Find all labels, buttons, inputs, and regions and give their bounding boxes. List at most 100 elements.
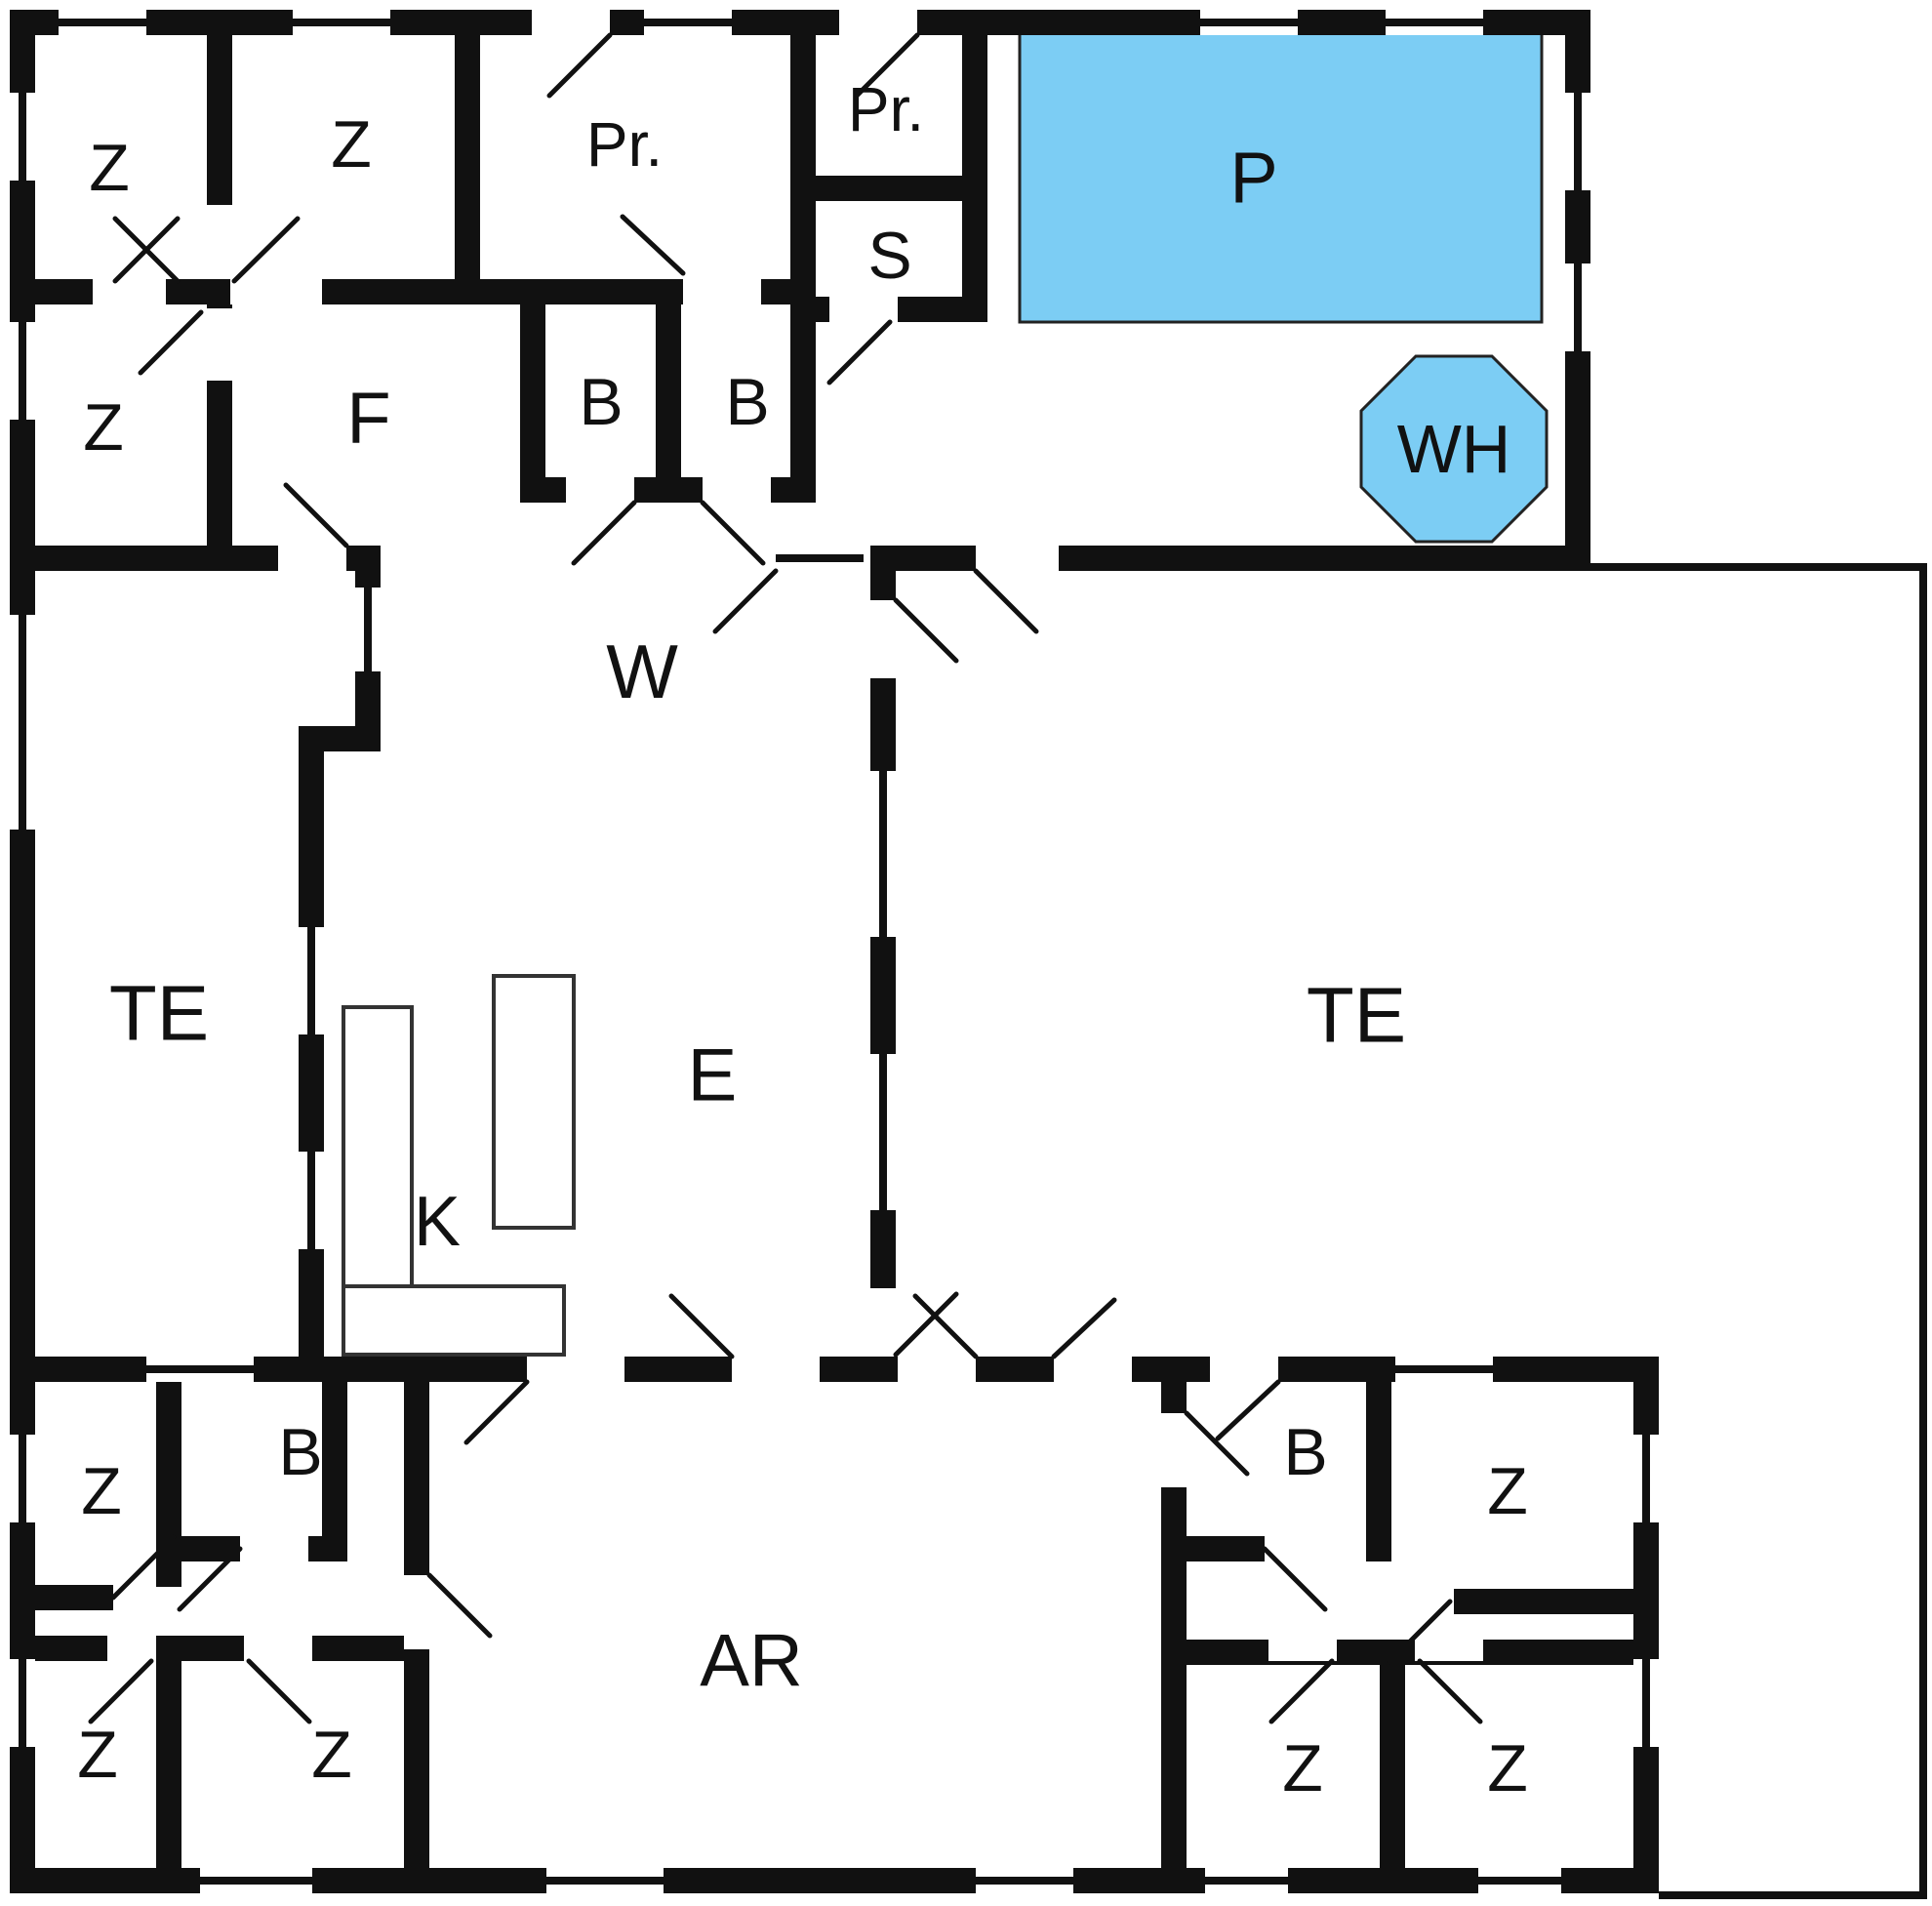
terrace-boundary (1590, 563, 1927, 1899)
room-label-z-br-2: Z (1282, 1731, 1323, 1805)
room-label-e: E (688, 1034, 738, 1117)
door-opening (976, 546, 1059, 571)
wall-segment (962, 10, 987, 322)
room-label-z-top-2: Z (331, 107, 372, 182)
door-swing (854, 32, 920, 99)
wall-segment (322, 1382, 347, 1561)
door-swing (712, 568, 779, 634)
door-openings (93, 10, 1483, 1661)
room-label-f: F (346, 378, 390, 459)
door-opening (244, 1636, 312, 1661)
window (644, 19, 732, 26)
window (1642, 1435, 1650, 1522)
kitchen-island (492, 974, 576, 1230)
window (1386, 19, 1483, 26)
door-swing (463, 1379, 530, 1445)
wall-segment (520, 477, 816, 503)
wall-segment (156, 1636, 181, 1868)
room-label-b-br: B (1283, 1415, 1327, 1489)
room-label-b-top-1: B (579, 365, 623, 439)
window (546, 1877, 664, 1885)
window (364, 588, 372, 671)
door-swing (912, 1293, 979, 1359)
door-swing (546, 32, 613, 99)
window (19, 93, 26, 181)
door-swing (1417, 1658, 1483, 1724)
door-swing (1184, 1410, 1250, 1477)
door-opening (839, 10, 917, 35)
kitchen-counters (342, 974, 576, 1357)
wall-segment (656, 304, 681, 477)
door-opening (1268, 1636, 1337, 1661)
room-labels: Z Z Pr. Pr. S Z F B B P WH W TE TE E K A… (77, 74, 1528, 1805)
door-opening (566, 477, 634, 503)
door-swing (700, 500, 766, 566)
room-label-ar: AR (700, 1620, 803, 1703)
door-opening (1054, 1357, 1132, 1382)
door-swings (88, 32, 1483, 1724)
door-opening (278, 546, 346, 571)
door-swing (1051, 1297, 1117, 1359)
wall-segment (1380, 1640, 1405, 1868)
room-label-z-br-1: Z (1487, 1454, 1528, 1528)
door-opening (230, 279, 322, 304)
door-swing (231, 216, 301, 284)
window (1642, 1659, 1650, 1747)
door-opening (532, 10, 610, 35)
wall-segment (10, 1357, 1659, 1382)
water-features (1018, 31, 1549, 544)
room-label-w: W (606, 629, 678, 714)
window (1574, 93, 1582, 190)
door-opening (404, 1575, 429, 1649)
room-label-b-bl: B (278, 1415, 322, 1489)
door-opening (703, 477, 771, 503)
room-label-b-top-2: B (725, 365, 769, 439)
wall-segment (1366, 1382, 1391, 1561)
room-label-z-west: Z (83, 390, 124, 465)
wall-segment (455, 10, 480, 293)
door-swing (826, 319, 893, 385)
door-swing (571, 500, 637, 566)
door-swing (973, 568, 1039, 634)
door-swing (1387, 1599, 1453, 1665)
wall-segment (156, 1382, 181, 1587)
door-opening (207, 308, 232, 381)
door-opening (1265, 1536, 1366, 1561)
door-swing (668, 1293, 735, 1359)
room-label-z-top-1: Z (89, 131, 130, 205)
kitchen-counter (342, 1284, 566, 1357)
window (19, 1659, 26, 1747)
wall-segment (816, 176, 987, 201)
window (776, 554, 864, 562)
room-label-te-left: TE (109, 970, 209, 1057)
room-label-k: K (414, 1183, 461, 1261)
door-swing (426, 1572, 493, 1639)
door-swing (1262, 1546, 1328, 1612)
terrace-boundary-line (1659, 1891, 1927, 1899)
room-label-z-br-3: Z (1487, 1731, 1528, 1805)
door-opening (1161, 1413, 1187, 1487)
window (19, 615, 26, 830)
room-label-whirlpool: WH (1397, 411, 1511, 487)
whirlpool-octagon (1359, 354, 1549, 544)
window (19, 322, 26, 420)
wall-segment (790, 10, 816, 477)
window (59, 19, 146, 26)
window (879, 771, 887, 937)
window (1478, 1877, 1561, 1885)
window (976, 1877, 1073, 1885)
door-opening (107, 1636, 156, 1661)
wall-segment (870, 571, 896, 1357)
swimming-pool (1018, 31, 1544, 324)
door-swing (620, 214, 686, 276)
door-opening (870, 1288, 896, 1357)
door-opening (1415, 1636, 1483, 1661)
window (293, 19, 390, 26)
room-label-pr-large: Pr. (586, 109, 663, 180)
windows (10, 10, 1659, 1893)
window (200, 1877, 312, 1885)
door-swing (112, 216, 181, 284)
window (1200, 19, 1298, 26)
